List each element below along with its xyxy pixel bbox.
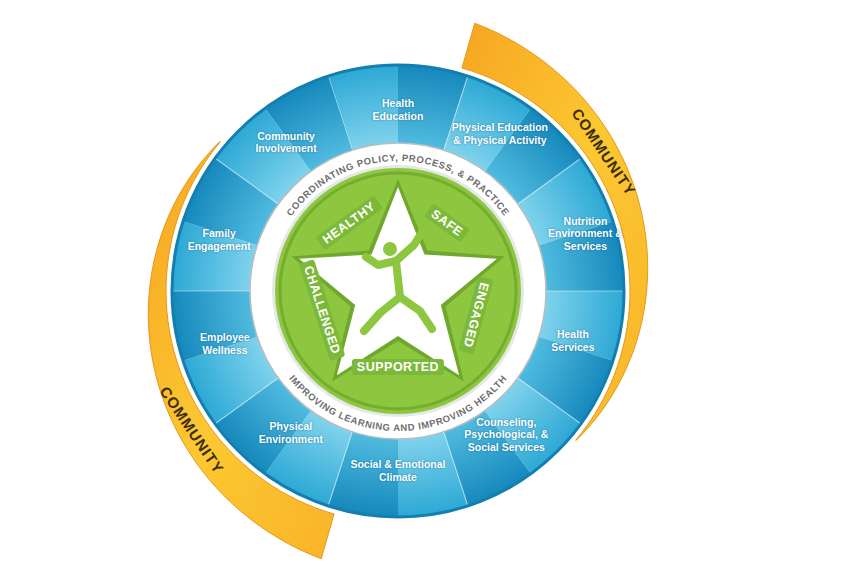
ring-segment: Family Engagement bbox=[179, 227, 259, 253]
segment-label: Community Involvement bbox=[246, 130, 326, 156]
wedge-divider bbox=[172, 290, 252, 291]
segment-label: Employee Wellness bbox=[190, 331, 260, 357]
wedge-divider bbox=[328, 430, 353, 506]
ring-segment: Nutrition Environment & Services bbox=[543, 215, 627, 253]
star-circle: HEALTHYSAFEENGAGEDSUPPORTEDCHALLENGED bbox=[274, 167, 522, 415]
ring-segment: Employee Wellness bbox=[190, 331, 260, 357]
wedge-divider bbox=[215, 377, 280, 424]
segment-label: Nutrition Environment & Services bbox=[543, 215, 627, 253]
star-word: SUPPORTED bbox=[352, 359, 444, 375]
ring-segment: Counseling, Psychological, & Social Serv… bbox=[456, 416, 556, 454]
wedge-divider bbox=[215, 158, 280, 205]
segment-label: Counseling, Psychological, & Social Serv… bbox=[456, 416, 556, 454]
segment-label: Family Engagement bbox=[179, 227, 259, 253]
center-circle: COORDINATING POLICY, PROCESS, & PRACTICE… bbox=[248, 141, 548, 441]
segment-label: Health Services bbox=[543, 328, 603, 354]
ring-segment: Health Services bbox=[543, 328, 603, 354]
segment-label: Physical Environment bbox=[251, 420, 331, 446]
segment-label: Health Education bbox=[363, 97, 433, 123]
ring-segment: Health Education bbox=[363, 97, 433, 123]
ring-segment: Physical Education & Physical Activity bbox=[448, 121, 552, 147]
segment-label: Physical Education & Physical Activity bbox=[448, 121, 552, 147]
segment-label: Social & Emotional Climate bbox=[342, 458, 454, 484]
ring-wedge bbox=[172, 291, 259, 361]
wedge-divider bbox=[516, 158, 581, 205]
jumping-figure bbox=[364, 229, 432, 331]
ring-segment: Community Involvement bbox=[246, 130, 326, 156]
ring-segment: Social & Emotional Climate bbox=[342, 458, 454, 484]
ring-segment: Physical Environment bbox=[251, 420, 331, 446]
figure-head bbox=[383, 242, 397, 256]
wedge-divider bbox=[443, 430, 468, 506]
wedge-divider bbox=[544, 290, 624, 291]
